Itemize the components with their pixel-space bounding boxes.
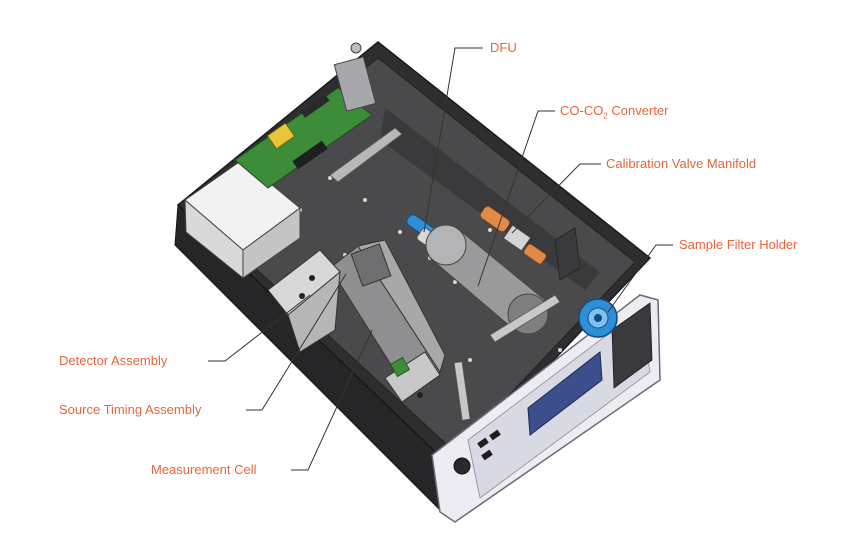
leader-dfu [423,47,483,233]
label-source-timing: Source Timing Assembly [59,402,202,417]
front-panel [431,294,661,523]
label-detector: Detector Assembly [59,353,168,368]
label-filter-holder: Sample Filter Holder [679,237,798,252]
label-measurement-cell: Measurement Cell [151,462,257,477]
label-converter: CO-CO2 Converter [560,103,669,125]
label-converter-sub: 2 [603,111,608,121]
leader-valve [511,163,601,234]
filter-holder [578,298,618,338]
power-supply [184,159,301,280]
label-converter-prefix: CO-CO [560,103,604,118]
label-valve-manifold: Calibration Valve Manifold [606,156,757,171]
pcb-board [234,42,377,189]
label-dfu: DFU [490,40,517,55]
leader-lines [208,47,673,471]
converter-cylinder [425,224,561,343]
measurement-cell [267,239,446,403]
label-converter-suffix: Converter [607,103,669,118]
leader-filter [607,244,673,313]
leader-source [246,273,347,411]
valve-manifold [479,205,581,281]
leader-cell [291,329,373,471]
leader-converter [477,110,555,287]
leader-detector [208,294,311,362]
